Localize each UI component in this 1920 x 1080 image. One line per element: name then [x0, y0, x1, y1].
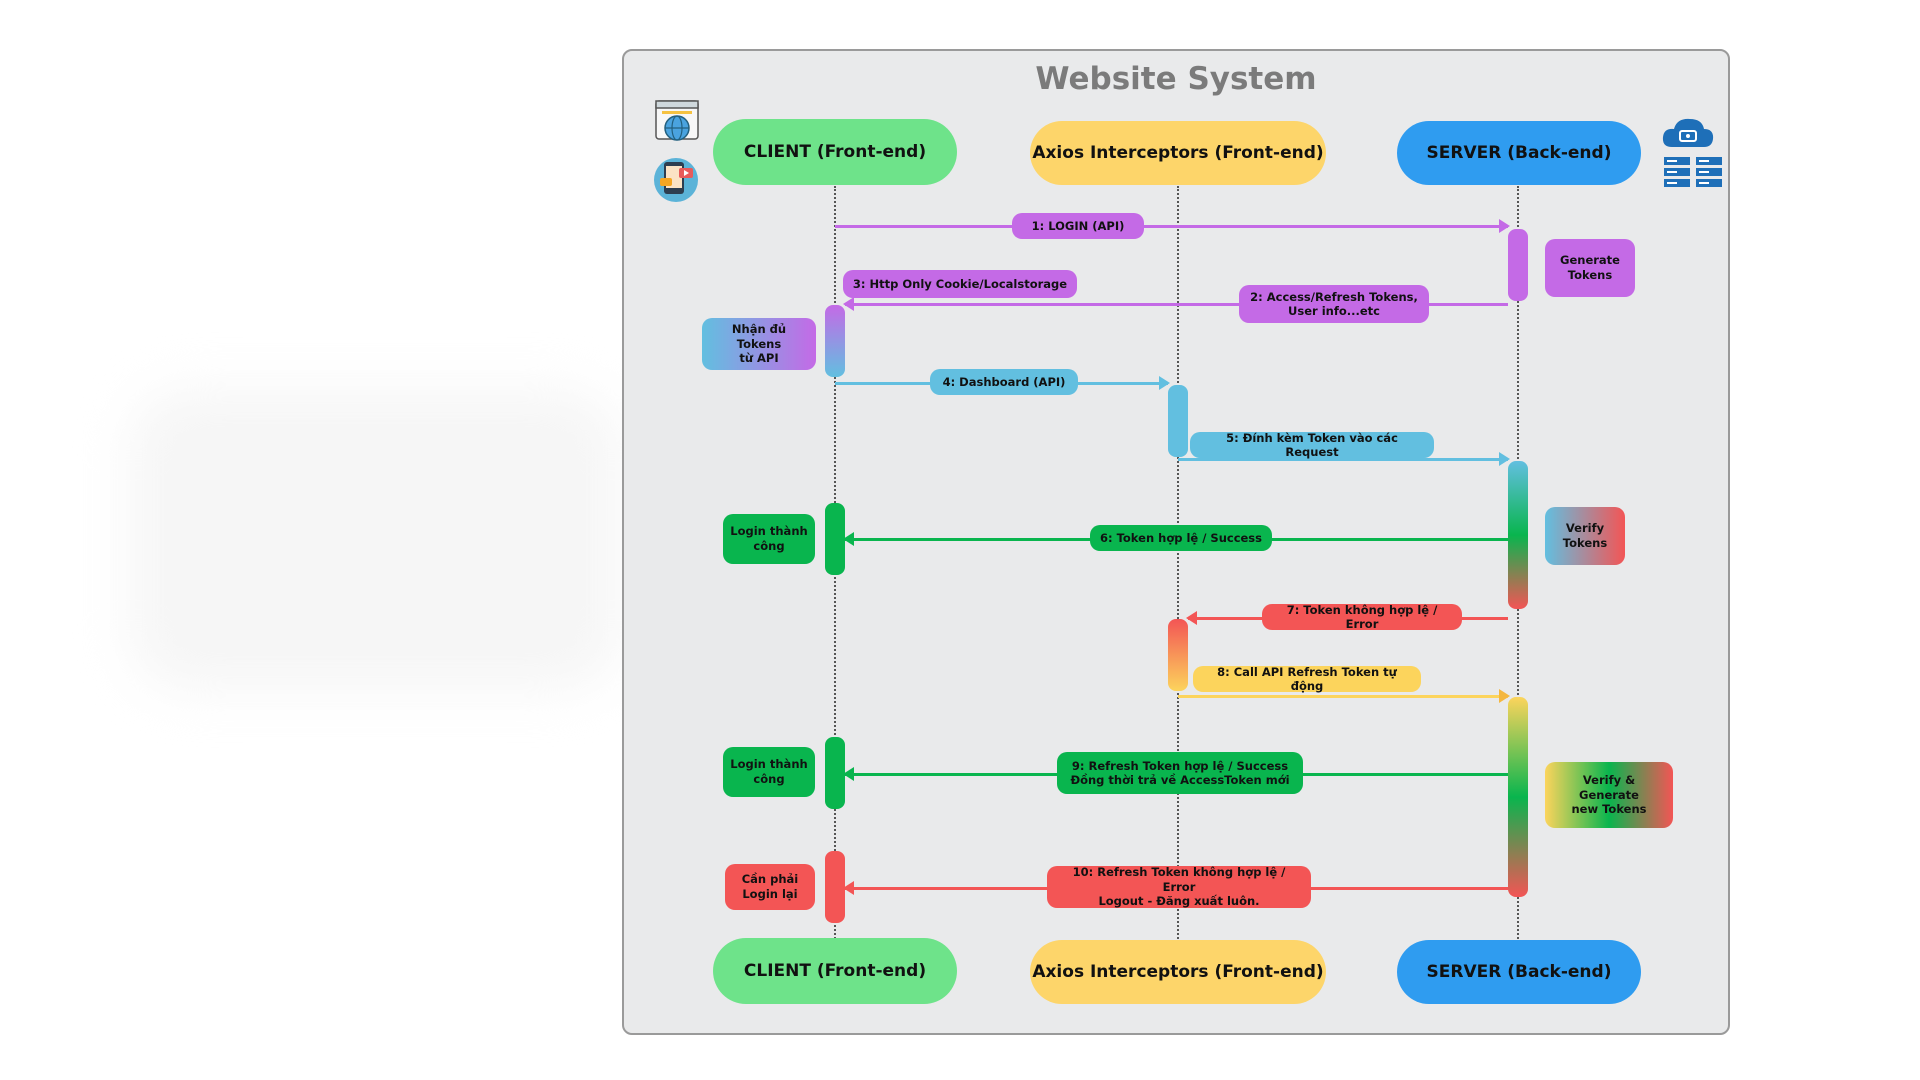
- client-lifeline: [834, 186, 836, 986]
- message-7-label: 7: Token không hợp lệ / Error: [1262, 603, 1462, 631]
- message-10-label: 10: Refresh Token không hợp lệ / Error L…: [1047, 865, 1311, 908]
- message-4-label: 4: Dashboard (API): [930, 369, 1078, 395]
- client-actor-top: CLIENT (Front-end): [713, 119, 957, 185]
- axios-activation-2: [1168, 619, 1188, 691]
- arrow-5: [1178, 452, 1510, 466]
- axios-actor-bottom: Axios Interceptors (Front-end): [1030, 940, 1326, 1004]
- note-verify-tokens: Verify Tokens: [1545, 507, 1625, 565]
- diagram-frame: Website System CLIENT (Front-end) Axios …: [622, 49, 1730, 1035]
- client-activation-2: [825, 503, 845, 575]
- note-verify-generate: Verify & Generate new Tokens: [1545, 762, 1673, 828]
- arrow-2: [843, 297, 1508, 311]
- client-activation-1: [825, 305, 845, 377]
- axios-activation-1: [1168, 385, 1188, 457]
- server-activation-2: [1508, 461, 1528, 609]
- server-actor-bottom: SERVER (Back-end): [1397, 940, 1641, 1004]
- arrow-1: [835, 219, 1510, 233]
- message-8-label: 8: Call API Refresh Token tự động: [1193, 665, 1421, 693]
- server-activation-3: [1508, 697, 1528, 897]
- arrow-8: [1178, 689, 1510, 703]
- server-rack-icon: [1664, 157, 1724, 187]
- browser-globe-icon: [654, 99, 700, 145]
- message-3-label: 3: Http Only Cookie/Localstorage: [843, 270, 1077, 298]
- message-1-label: 1: LOGIN (API): [1012, 213, 1144, 239]
- message-5-label: 5: Đính kèm Token vào các Request: [1190, 431, 1434, 459]
- blurred-background-shape: [130, 390, 620, 690]
- note-login-success-2: Login thành công: [723, 747, 815, 797]
- note-generate-tokens: Generate Tokens: [1545, 239, 1635, 297]
- client-activation-3: [825, 737, 845, 809]
- axios-actor-top: Axios Interceptors (Front-end): [1030, 121, 1326, 185]
- diagram-title: Website System: [1035, 61, 1317, 97]
- mobile-app-icon: [652, 154, 702, 204]
- note-can-phai-login: Cần phải Login lại: [725, 864, 815, 910]
- client-activation-4: [825, 851, 845, 923]
- message-9-label: 9: Refresh Token hợp lệ / Success Đồng t…: [1057, 752, 1303, 794]
- axios-lifeline: [1177, 186, 1179, 986]
- client-actor-bottom: CLIENT (Front-end): [713, 938, 957, 1004]
- message-6-label: 6: Token hợp lệ / Success: [1090, 525, 1272, 551]
- message-2-label: 2: Access/Refresh Tokens, User info...et…: [1239, 285, 1429, 323]
- note-login-success-1: Login thành công: [723, 514, 815, 564]
- server-activation-1: [1508, 229, 1528, 301]
- server-actor-top: SERVER (Back-end): [1397, 121, 1641, 185]
- note-nhan-du-tokens: Nhận đủ Tokens từ API: [702, 318, 816, 370]
- cloud-network-icon: [1660, 115, 1716, 151]
